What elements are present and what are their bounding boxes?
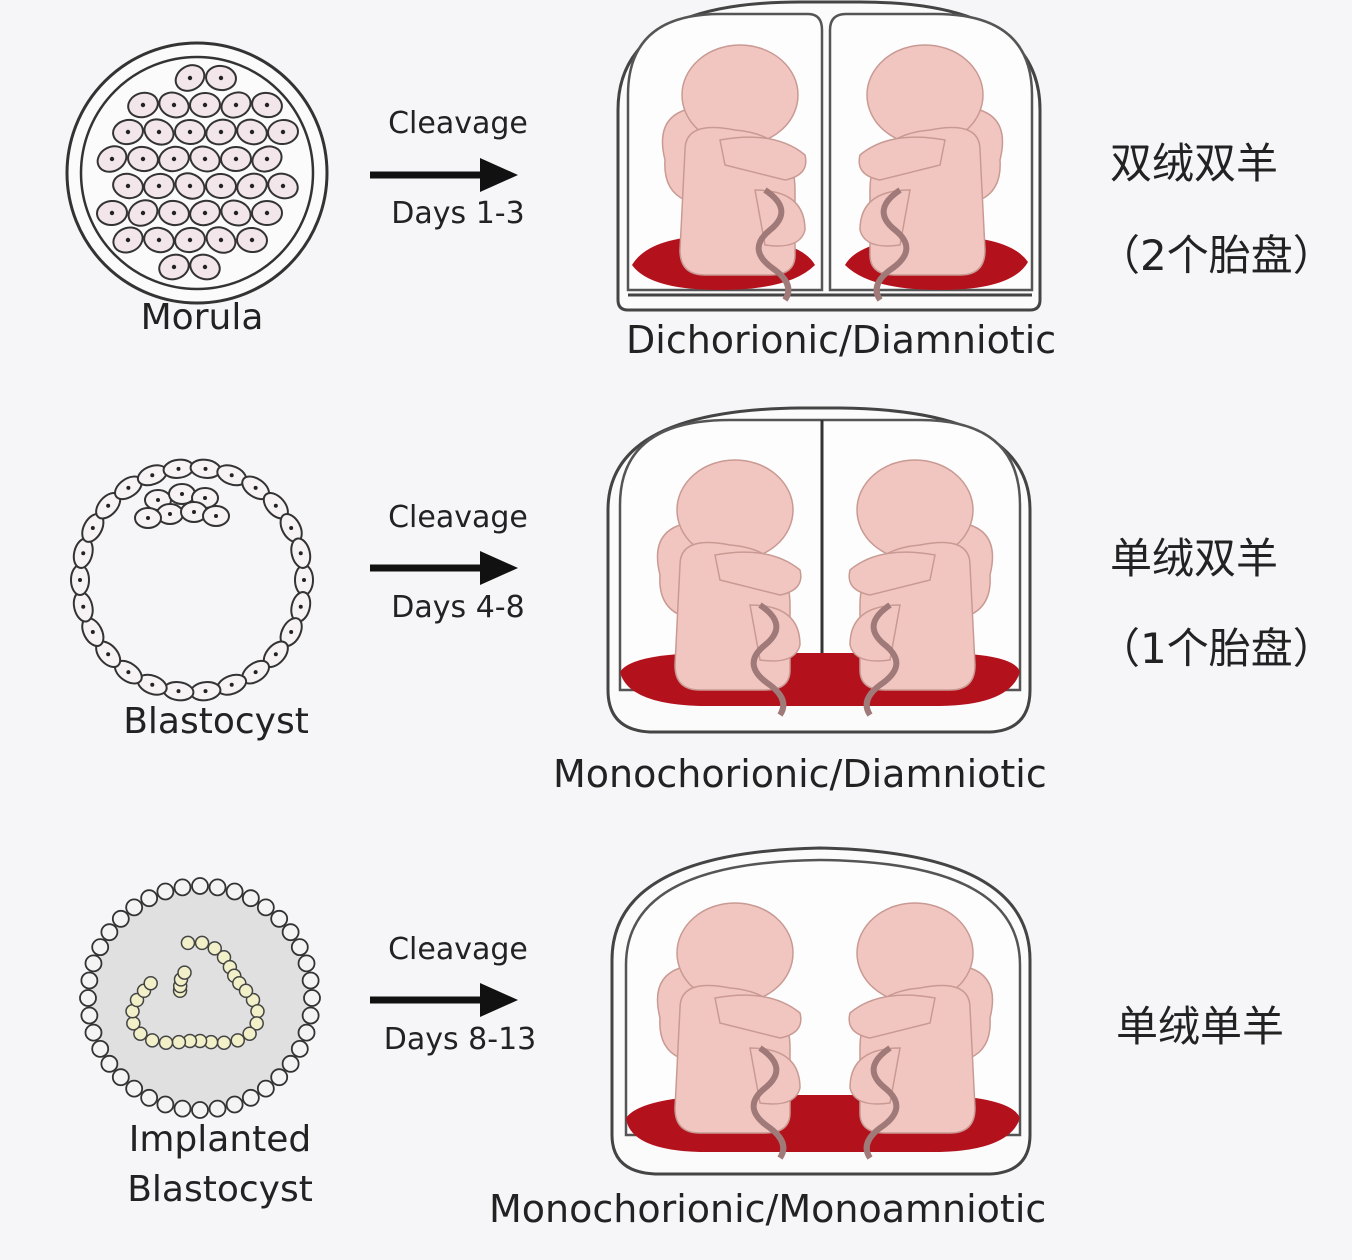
twin-type-label: Dichorionic/Diamniotic — [626, 318, 1057, 362]
stage-label-implanted-blastocyst: Implanted Blastocyst — [100, 1115, 340, 1215]
dichorionic-diamniotic-illustration — [616, 0, 1042, 312]
cn-type-label: 单绒双羊 — [1110, 534, 1279, 583]
cleavage-label: Cleavage — [388, 932, 528, 967]
monochorionic-diamniotic-illustration — [606, 406, 1032, 734]
stage-label-morula: Morula — [97, 293, 307, 343]
cn-placenta-label: （1个胎盘） — [1098, 624, 1335, 673]
stage-label-blastocyst: Blastocyst — [100, 697, 332, 747]
fetus — [848, 902, 994, 1160]
morula-illustration — [65, 41, 329, 305]
days-label: Days 8-13 — [383, 1022, 537, 1057]
cleavage-label: Cleavage — [388, 500, 528, 535]
monochorionic-monoamniotic-illustration — [610, 846, 1032, 1176]
cn-type-label: 双绒双羊 — [1110, 139, 1279, 188]
cleavage-label: Cleavage — [388, 106, 528, 141]
fetus — [848, 459, 994, 717]
fetus — [656, 459, 802, 717]
fetus — [858, 44, 1004, 302]
cn-type-label: 单绒单羊 — [1116, 1002, 1285, 1051]
cn-placenta-label: （2个胎盘） — [1098, 231, 1335, 280]
days-label: Days 4-8 — [391, 590, 525, 625]
stage-label-line: Morula — [140, 297, 264, 338]
stage-label-line: Implanted — [128, 1119, 312, 1160]
fetus — [656, 902, 802, 1160]
blastocyst-illustration — [70, 458, 314, 702]
fetus — [661, 44, 807, 302]
arrow-icon — [370, 158, 518, 192]
arrow-icon — [370, 983, 518, 1017]
days-label: Days 1-3 — [391, 196, 525, 231]
implanted-blastocyst-illustration — [79, 877, 321, 1119]
arrow-icon — [370, 551, 518, 585]
stage-label-line: Blastocyst — [123, 701, 309, 742]
twin-type-label: Monochorionic/Monoamniotic — [489, 1187, 1047, 1231]
twin-type-label: Monochorionic/Diamniotic — [553, 752, 1047, 796]
stage-label-line: Blastocyst — [127, 1169, 313, 1210]
